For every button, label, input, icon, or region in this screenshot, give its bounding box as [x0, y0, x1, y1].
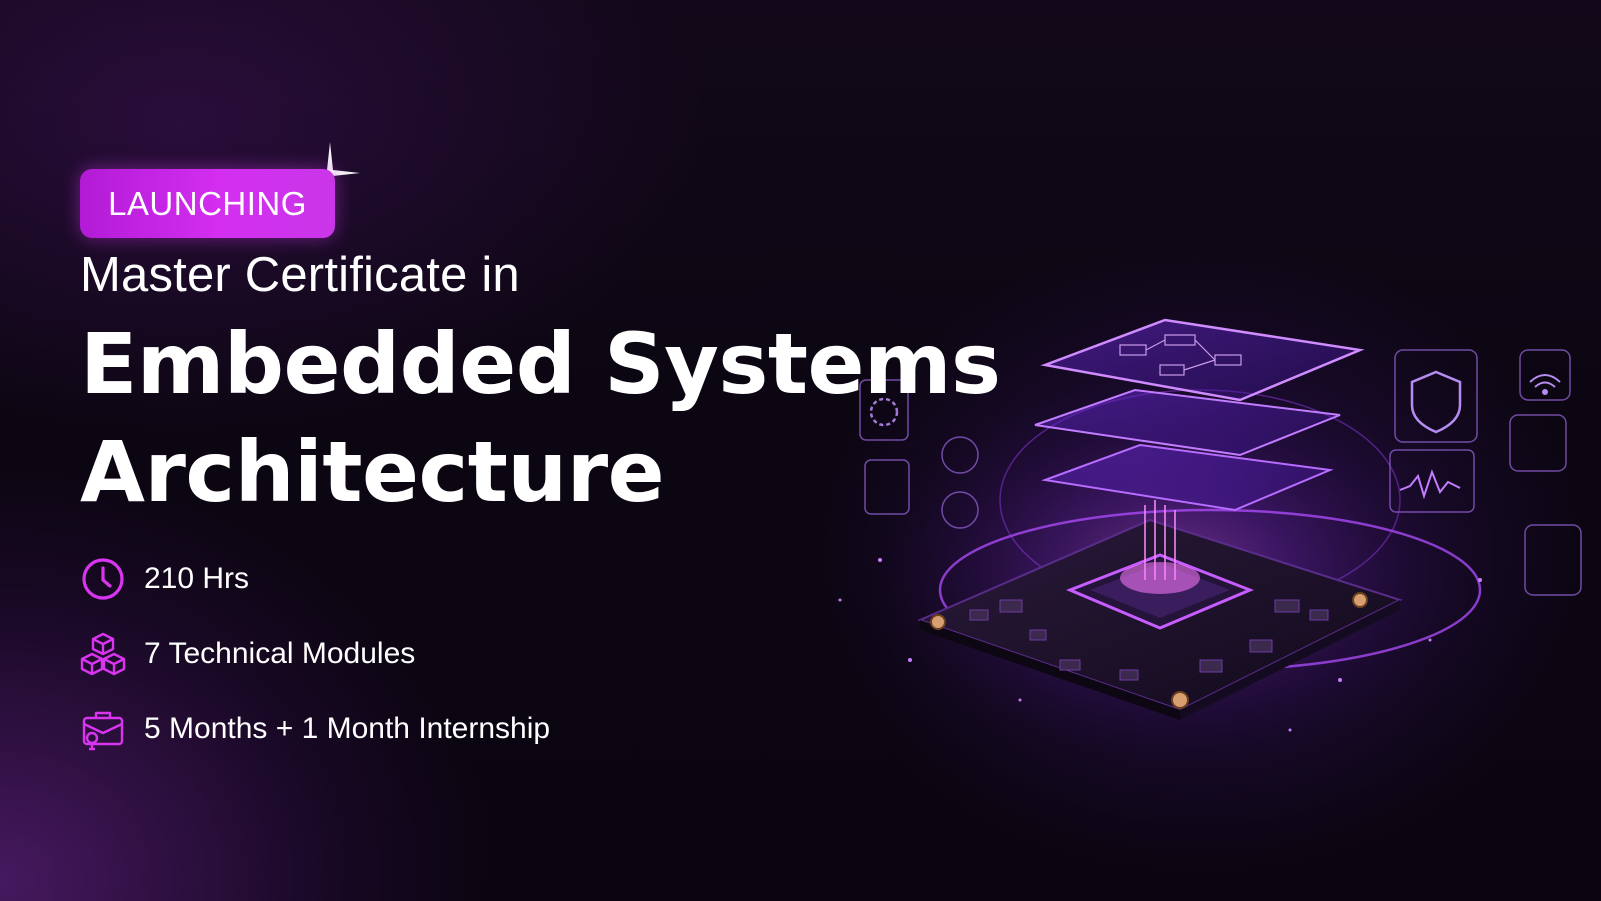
wifi-icon [1529, 374, 1561, 395]
floating-layer-2 [1034, 388, 1341, 457]
feature-item-hours: 210 Hrs [80, 556, 249, 602]
embedded-board-illustration [838, 318, 1582, 760]
layer-circuit-pattern [1119, 334, 1242, 376]
mounting-hole [1352, 592, 1368, 608]
briefcase-icon [82, 711, 124, 751]
badge-label: LAUNCHING [108, 184, 307, 222]
feature-text: 7 Technical Modules [144, 637, 416, 670]
floating-icon-tiles [859, 349, 1582, 596]
feature-text: 5 Months + 1 Month Internship [144, 712, 551, 745]
mounting-hole [930, 614, 946, 630]
chip-glow [1120, 562, 1200, 594]
launching-badge: LAUNCHING [80, 169, 335, 238]
board-components [969, 599, 1329, 681]
shield-icon [1410, 370, 1462, 434]
circuit-board-edge [920, 620, 1180, 720]
floating-layer-3 [1041, 443, 1334, 512]
mounting-hole [1171, 691, 1189, 709]
gear-icon [869, 397, 899, 427]
cubes-icon [80, 632, 126, 676]
floating-layer-1 [1040, 318, 1365, 402]
feature-item-modules: 7 Technical Modules [80, 631, 415, 677]
circuit-board-edge [1180, 600, 1400, 720]
feature-item-duration: 5 Months + 1 Month Internship [80, 706, 550, 752]
headline-title-line-2: Architecture [80, 423, 665, 521]
clock-icon [82, 558, 124, 600]
waveform-icon [1399, 469, 1461, 500]
headline-subtitle: Master Certificate in [80, 248, 520, 302]
headline-title-line-1: Embedded Systems [80, 315, 1001, 413]
feature-text: 210 Hrs [144, 562, 250, 595]
particle-dots [838, 558, 1482, 732]
